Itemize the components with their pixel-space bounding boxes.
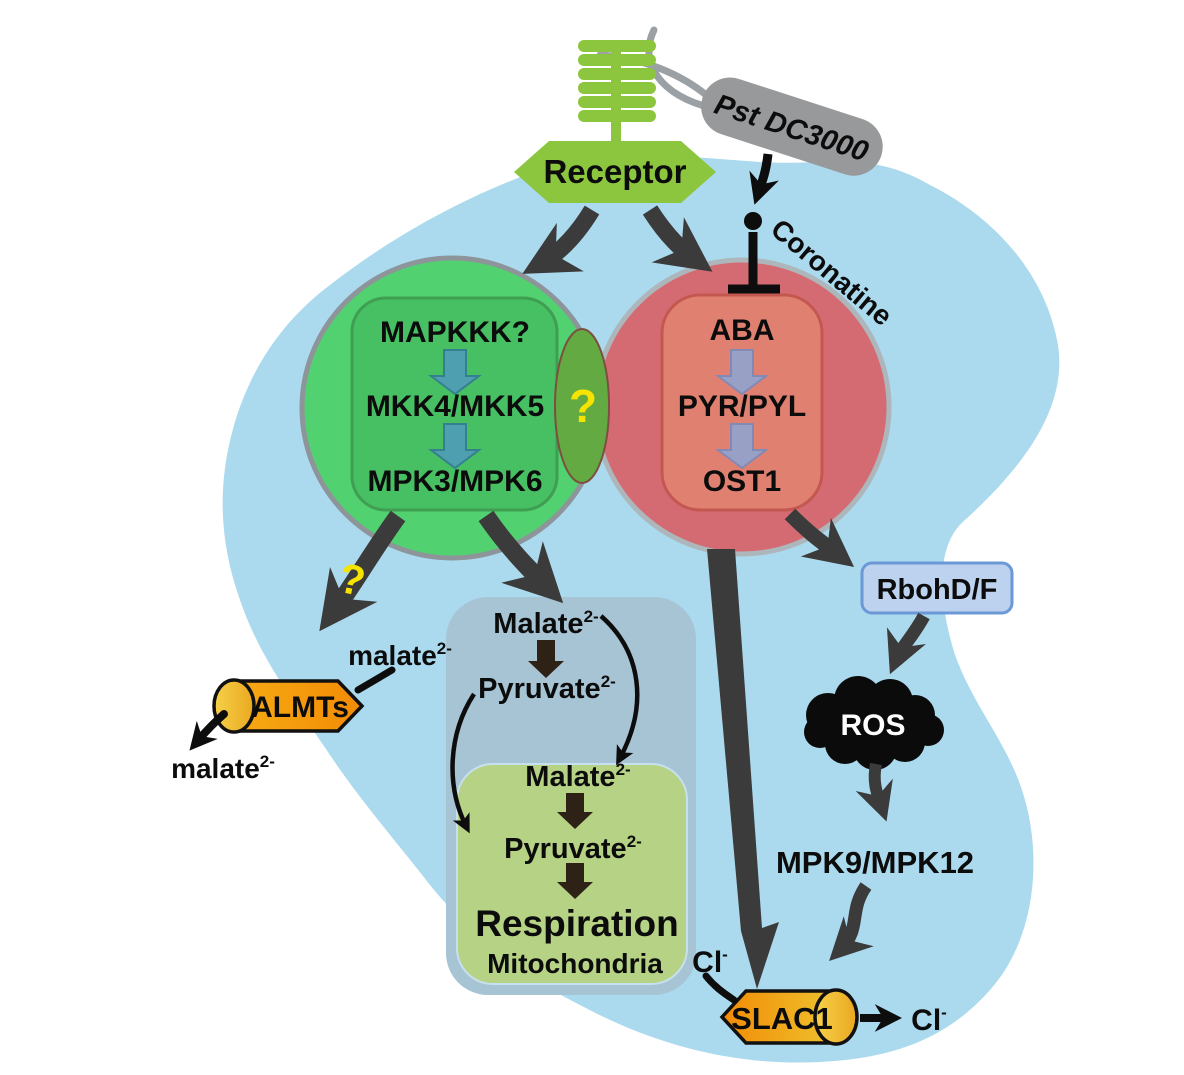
pyr-pyl-label: PYR/PYL <box>678 390 806 423</box>
receptor-to-aba-arrow <box>642 205 713 272</box>
mpk9-to-slac1-arrow <box>829 882 874 961</box>
pathogen-to-coronatine-arrow <box>749 153 779 205</box>
down-block-arrow <box>528 640 564 678</box>
ros-label: ROS <box>840 709 905 742</box>
receptor-label: Receptor <box>543 153 686 190</box>
mkk4-mkk5-label: MKK4/MKK5 <box>366 390 544 423</box>
malate-in-stick <box>354 666 396 694</box>
receptor-to-mapk-arrow <box>522 205 600 274</box>
malate-cytosol-label: Malate2- <box>493 607 598 640</box>
aba-module-circle: ABA PYR/PYL OST1 <box>592 257 892 557</box>
slac1-cap <box>813 988 859 1046</box>
ros-to-mpk9-arrow <box>855 762 893 822</box>
mpk9-mpk12-label: MPK9/MPK12 <box>776 845 974 880</box>
coronatine-inhibition-tbar <box>728 232 780 294</box>
pyruvate-to-mitochondria-arrow <box>450 692 476 834</box>
ost1-to-slac1-spike <box>707 549 779 989</box>
pyruvate-mito-label: Pyruvate2- <box>504 832 642 865</box>
down-block-arrow <box>557 863 593 899</box>
mpk-to-malate-box-arrow <box>478 510 564 604</box>
slac1-label: SLAC1 <box>731 1001 833 1036</box>
pyruvate-cytosol-label: Pyruvate2- <box>478 672 616 705</box>
aba-label: ABA <box>710 314 775 347</box>
down-block-arrow <box>557 793 593 829</box>
teal-down-arrow <box>428 349 482 396</box>
ros-cloud: ROS <box>804 676 944 770</box>
malate-out-label: malate2- <box>171 752 275 784</box>
almts-channel: ALMTs <box>212 678 365 734</box>
respiration-label: Respiration <box>475 903 679 944</box>
almts-cap <box>212 678 256 734</box>
malate-in-label: malate2- <box>348 639 452 671</box>
coronatine-dot <box>744 212 762 230</box>
teal-down-arrow <box>428 423 482 470</box>
almts-label: ALMTs <box>251 691 349 724</box>
rboh-label: RbohD/F <box>877 574 998 606</box>
lavender-down-arrow <box>715 423 769 470</box>
ost1-label: OST1 <box>703 465 781 498</box>
malate-mito-label: Malate2- <box>525 760 630 793</box>
cl-out-label: Cl- <box>911 1003 947 1037</box>
malate-to-mitochondria-arrow <box>599 614 640 766</box>
lavender-down-arrow <box>715 349 769 396</box>
mapk-module-circle: MAPKKK? MKK4/MKK5 MPK3/MPK6 <box>299 255 605 561</box>
rboh-node: RbohD/F <box>860 561 1014 615</box>
receptor-ectodomain <box>578 40 656 150</box>
slac1-channel: SLAC1 <box>719 988 859 1046</box>
mpk-to-almt-arrow <box>319 510 406 632</box>
overlap-question-mark: ? <box>569 380 597 432</box>
mapkkk-label: MAPKKK? <box>380 316 530 349</box>
mpk3-mpk6-label: MPK3/MPK6 <box>367 465 542 498</box>
malate-out-arrow <box>189 710 228 751</box>
rboh-to-ros-arrow <box>886 612 930 675</box>
ost1-to-rboh-arrow <box>784 508 855 567</box>
receptor-node: Receptor <box>514 141 716 203</box>
circle-overlap-lens <box>554 328 610 484</box>
cl-in-stick <box>702 972 738 1004</box>
mitochondria-label: Mitochondria <box>487 948 663 979</box>
